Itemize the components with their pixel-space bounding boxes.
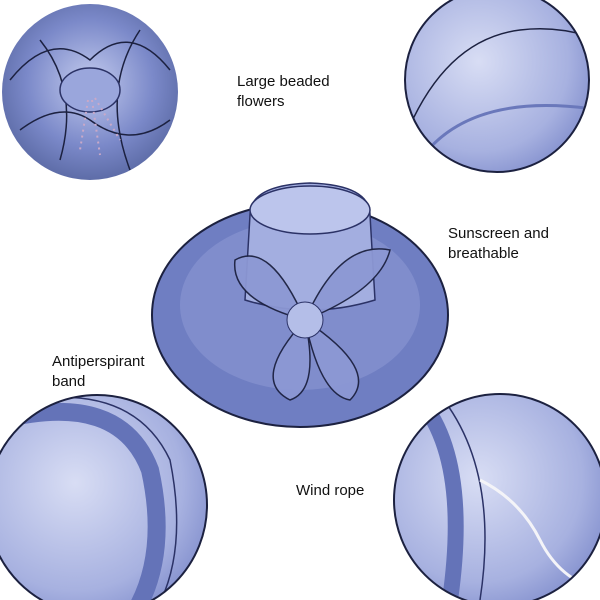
callout-band: Antiperspirant band	[52, 352, 145, 392]
callout-sunscreen: Sunscreen and breathable	[448, 224, 549, 264]
callout-text: band	[52, 373, 86, 390]
callout-flowers: Large beaded flowers	[237, 72, 330, 112]
hat-main	[151, 182, 449, 428]
band-detail-circle	[0, 394, 208, 600]
callout-text: Large beaded	[237, 73, 330, 90]
flower-detail-circle	[2, 4, 178, 180]
callout-text: flowers	[237, 93, 285, 110]
callout-text: Antiperspirant	[52, 353, 145, 370]
rope-detail-circle	[393, 393, 600, 600]
fabric-detail-circle	[404, 0, 590, 173]
callout-text: Sunscreen and	[448, 225, 549, 242]
callout-text: Wind rope	[296, 482, 365, 499]
callout-text: breathable	[448, 245, 519, 262]
callout-rope: Wind rope	[296, 481, 364, 501]
